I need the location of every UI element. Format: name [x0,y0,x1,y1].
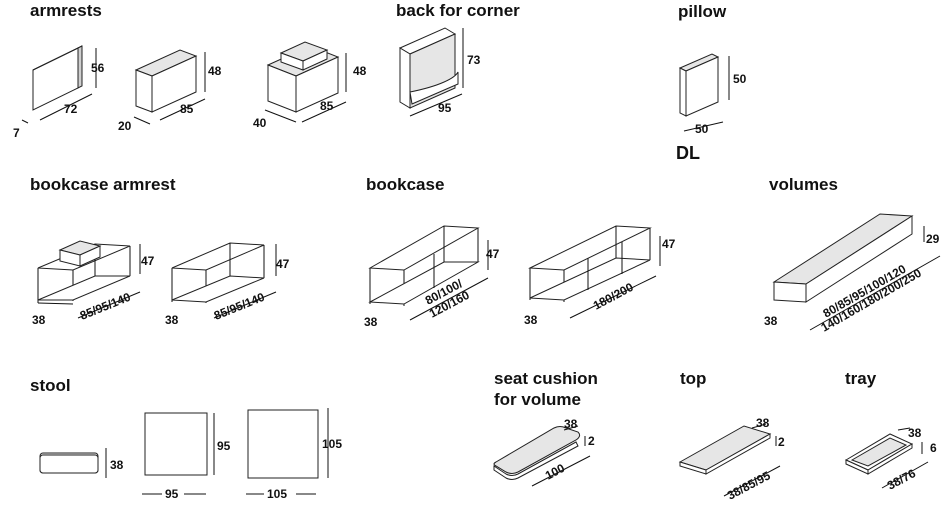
heading-top: top [680,369,707,388]
pillow-width: 50 [695,122,709,136]
armrest-2-height: 48 [208,64,222,78]
armrest-2-width: 85 [180,102,194,116]
bookcase-1-drawing [368,225,489,321]
top-width: 38/85/95 [725,468,773,502]
tray-drawing [844,427,929,489]
stool-large-width: 105 [267,487,287,501]
stool-small-width: 95 [165,487,179,501]
top-depth: 38 [756,416,770,430]
heading-seat-cushion-line2: for volume [494,390,581,409]
top-height: 2 [778,435,785,449]
pillow-height: 50 [733,72,747,86]
armrest-3-drawing [264,41,347,123]
stool-height: 38 [110,458,124,472]
armrest-1-width: 72 [64,102,78,116]
tray-width: 38/76 [885,466,918,493]
back-for-corner-height: 73 [467,53,481,67]
stool-large-depth: 105 [322,437,342,451]
armrest-3-depth: 40 [253,116,267,130]
seat-cushion-drawing [493,425,591,487]
top-drawing [678,423,781,497]
bookcase-armrest-1-depth: 38 [32,313,46,327]
seat-cushion-depth: 38 [564,417,578,431]
bookcase-armrest-1-drawing [37,240,141,319]
heading-volumes: volumes [769,175,838,194]
bookcase-2-drawing [528,225,661,319]
seat-cushion-width: 100 [543,461,568,483]
armrest-1-depth: 7 [13,126,20,140]
label-dl: DL [676,143,700,163]
armrest-2-drawing [133,49,206,125]
armrest-3-width: 85 [320,99,334,113]
armrest-3-height: 48 [353,64,367,78]
heading-tray: tray [845,369,877,388]
armrest-2-depth: 20 [118,119,132,133]
heading-armrests: armrests [30,1,102,20]
heading-back-for-corner: back for corner [396,1,520,20]
heading-stool: stool [30,376,71,395]
tray-depth: 38 [908,426,922,440]
stool-small-depth: 95 [217,439,231,453]
pillow-drawing [678,53,730,132]
stool-drawing [39,408,329,495]
volumes-height: 29 [926,232,940,246]
bookcase-armrest-2-drawing [171,242,277,319]
back-for-corner-drawing [398,27,464,117]
heading-bookcase-armrest: bookcase armrest [30,175,176,194]
volumes-depth: 38 [764,314,778,328]
bookcase-2-depth: 38 [524,313,538,327]
heading-pillow: pillow [678,2,727,21]
tray-height: 6 [930,441,937,455]
armrest-1-drawing [21,45,97,124]
bookcase-armrest-2-depth: 38 [165,313,179,327]
bookcase-2-height: 47 [662,237,676,251]
bookcase-armrest-1-height: 47 [141,254,155,268]
bookcase-1-height: 47 [486,247,500,261]
heading-seat-cushion-line1: seat cushion [494,369,598,388]
volumes-drawing [772,213,941,331]
seat-cushion-height: 2 [588,434,595,448]
armrest-1-height: 56 [91,61,105,75]
bookcase-1-depth: 38 [364,315,378,329]
bookcase-armrest-2-height: 47 [276,257,290,271]
back-for-corner-width: 95 [438,101,452,115]
heading-bookcase: bookcase [366,175,445,194]
